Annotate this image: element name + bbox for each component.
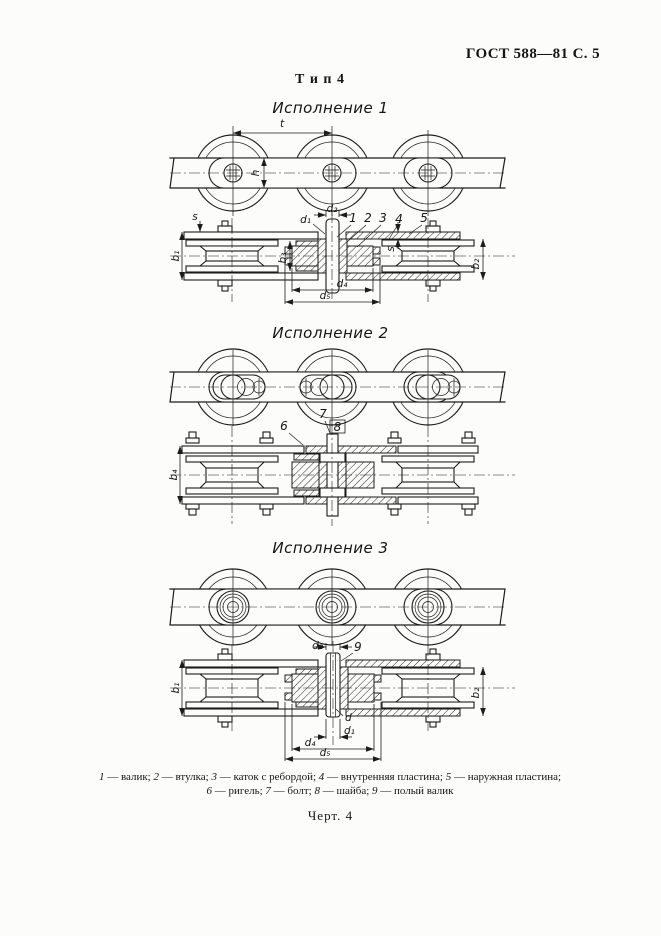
callout-8: 8 (334, 420, 342, 434)
cross-section-drawing-3: d₂ 9 b₁ b₂ d d₁ d₄ d₅ (170, 640, 515, 762)
dim-b4-label: b₄ (168, 469, 180, 481)
callout-9: 9 (354, 640, 362, 654)
parts-legend: 1 — валик; 2 — втулка; 3 — каток с ребор… (30, 770, 630, 798)
dim-s-right-label: s (385, 246, 397, 252)
callout-8-box (329, 419, 346, 434)
legend-item: 9 — полый валик (372, 785, 454, 797)
legend-item: 7 — болт; (265, 785, 315, 797)
legend-item: 4 — внутренняя пластина; (318, 771, 446, 783)
legend-line-1: 1 — валик; 2 — втулка; 3 — каток с ребор… (30, 770, 630, 784)
dim-d2-label: d₂ (327, 203, 339, 215)
dim-t-label: t (280, 118, 285, 130)
dim-h-label: h (250, 170, 262, 177)
callout-6: 6 (280, 419, 288, 433)
side-view-drawing-2 (169, 348, 506, 426)
callout-3: 3 (379, 211, 387, 225)
standard-reference: ГОСТ 588—81 С. 5 (465, 46, 600, 62)
dim-d4-label: d₄ (337, 278, 349, 290)
type-title: Т и п 4 (295, 72, 345, 87)
dim-d-label: d (345, 712, 352, 724)
callout-2: 2 (364, 211, 372, 225)
cross-section-drawing-2: 6 7 8 b₄ (168, 407, 515, 526)
dim-d2-label: d₂ (312, 640, 324, 652)
section-label-3: Исполнение 3 (272, 539, 389, 557)
callout-4: 4 (395, 212, 403, 226)
legend-item: 2 — втулка; (153, 771, 212, 783)
section-label-1: Исполнение 1 (272, 99, 389, 117)
dim-s-top-label: s (192, 211, 198, 223)
dim-d5-label: d₅ (320, 290, 331, 302)
legend-item: 1 — валик; (98, 771, 154, 783)
dim-b3-label: b₃ (277, 253, 289, 264)
dim-b1-label: b₁ (170, 251, 182, 262)
legend-item: 3 — каток с ребордой; (211, 771, 319, 783)
dim-b1-label: b₁ (170, 683, 182, 694)
cross-section-drawing-1: s d₂ d₁ 1 2 3 4 5 b₁ b₃ s b₂ d₄ d₅ (170, 203, 515, 305)
dim-d5-label: d₅ (320, 747, 331, 759)
callout-5: 5 (420, 211, 428, 225)
side-view-drawing-3 (169, 568, 506, 646)
legend-item: 6 — ригель; (206, 785, 266, 797)
dim-d1-label: d₁ (300, 214, 311, 226)
figure-caption: Черт. 4 (307, 808, 354, 823)
callout-1: 1 (349, 211, 357, 225)
side-view-drawing-1: t h (169, 118, 506, 216)
dim-d1-label: d₁ (344, 725, 355, 737)
section-label-2: Исполнение 2 (272, 324, 389, 342)
dim-b2-label: b₂ (470, 258, 482, 270)
legend-line-2: 6 — ригель; 7 — болт; 8 — шайба; 9 — пол… (30, 784, 630, 798)
dim-b2-label: b₂ (470, 687, 482, 699)
legend-item: 5 — наружная пластина; (445, 771, 562, 783)
callout-7: 7 (319, 407, 327, 421)
dim-d4-label: d₄ (305, 737, 317, 749)
legend-item: 8 — шайба; (314, 785, 373, 797)
